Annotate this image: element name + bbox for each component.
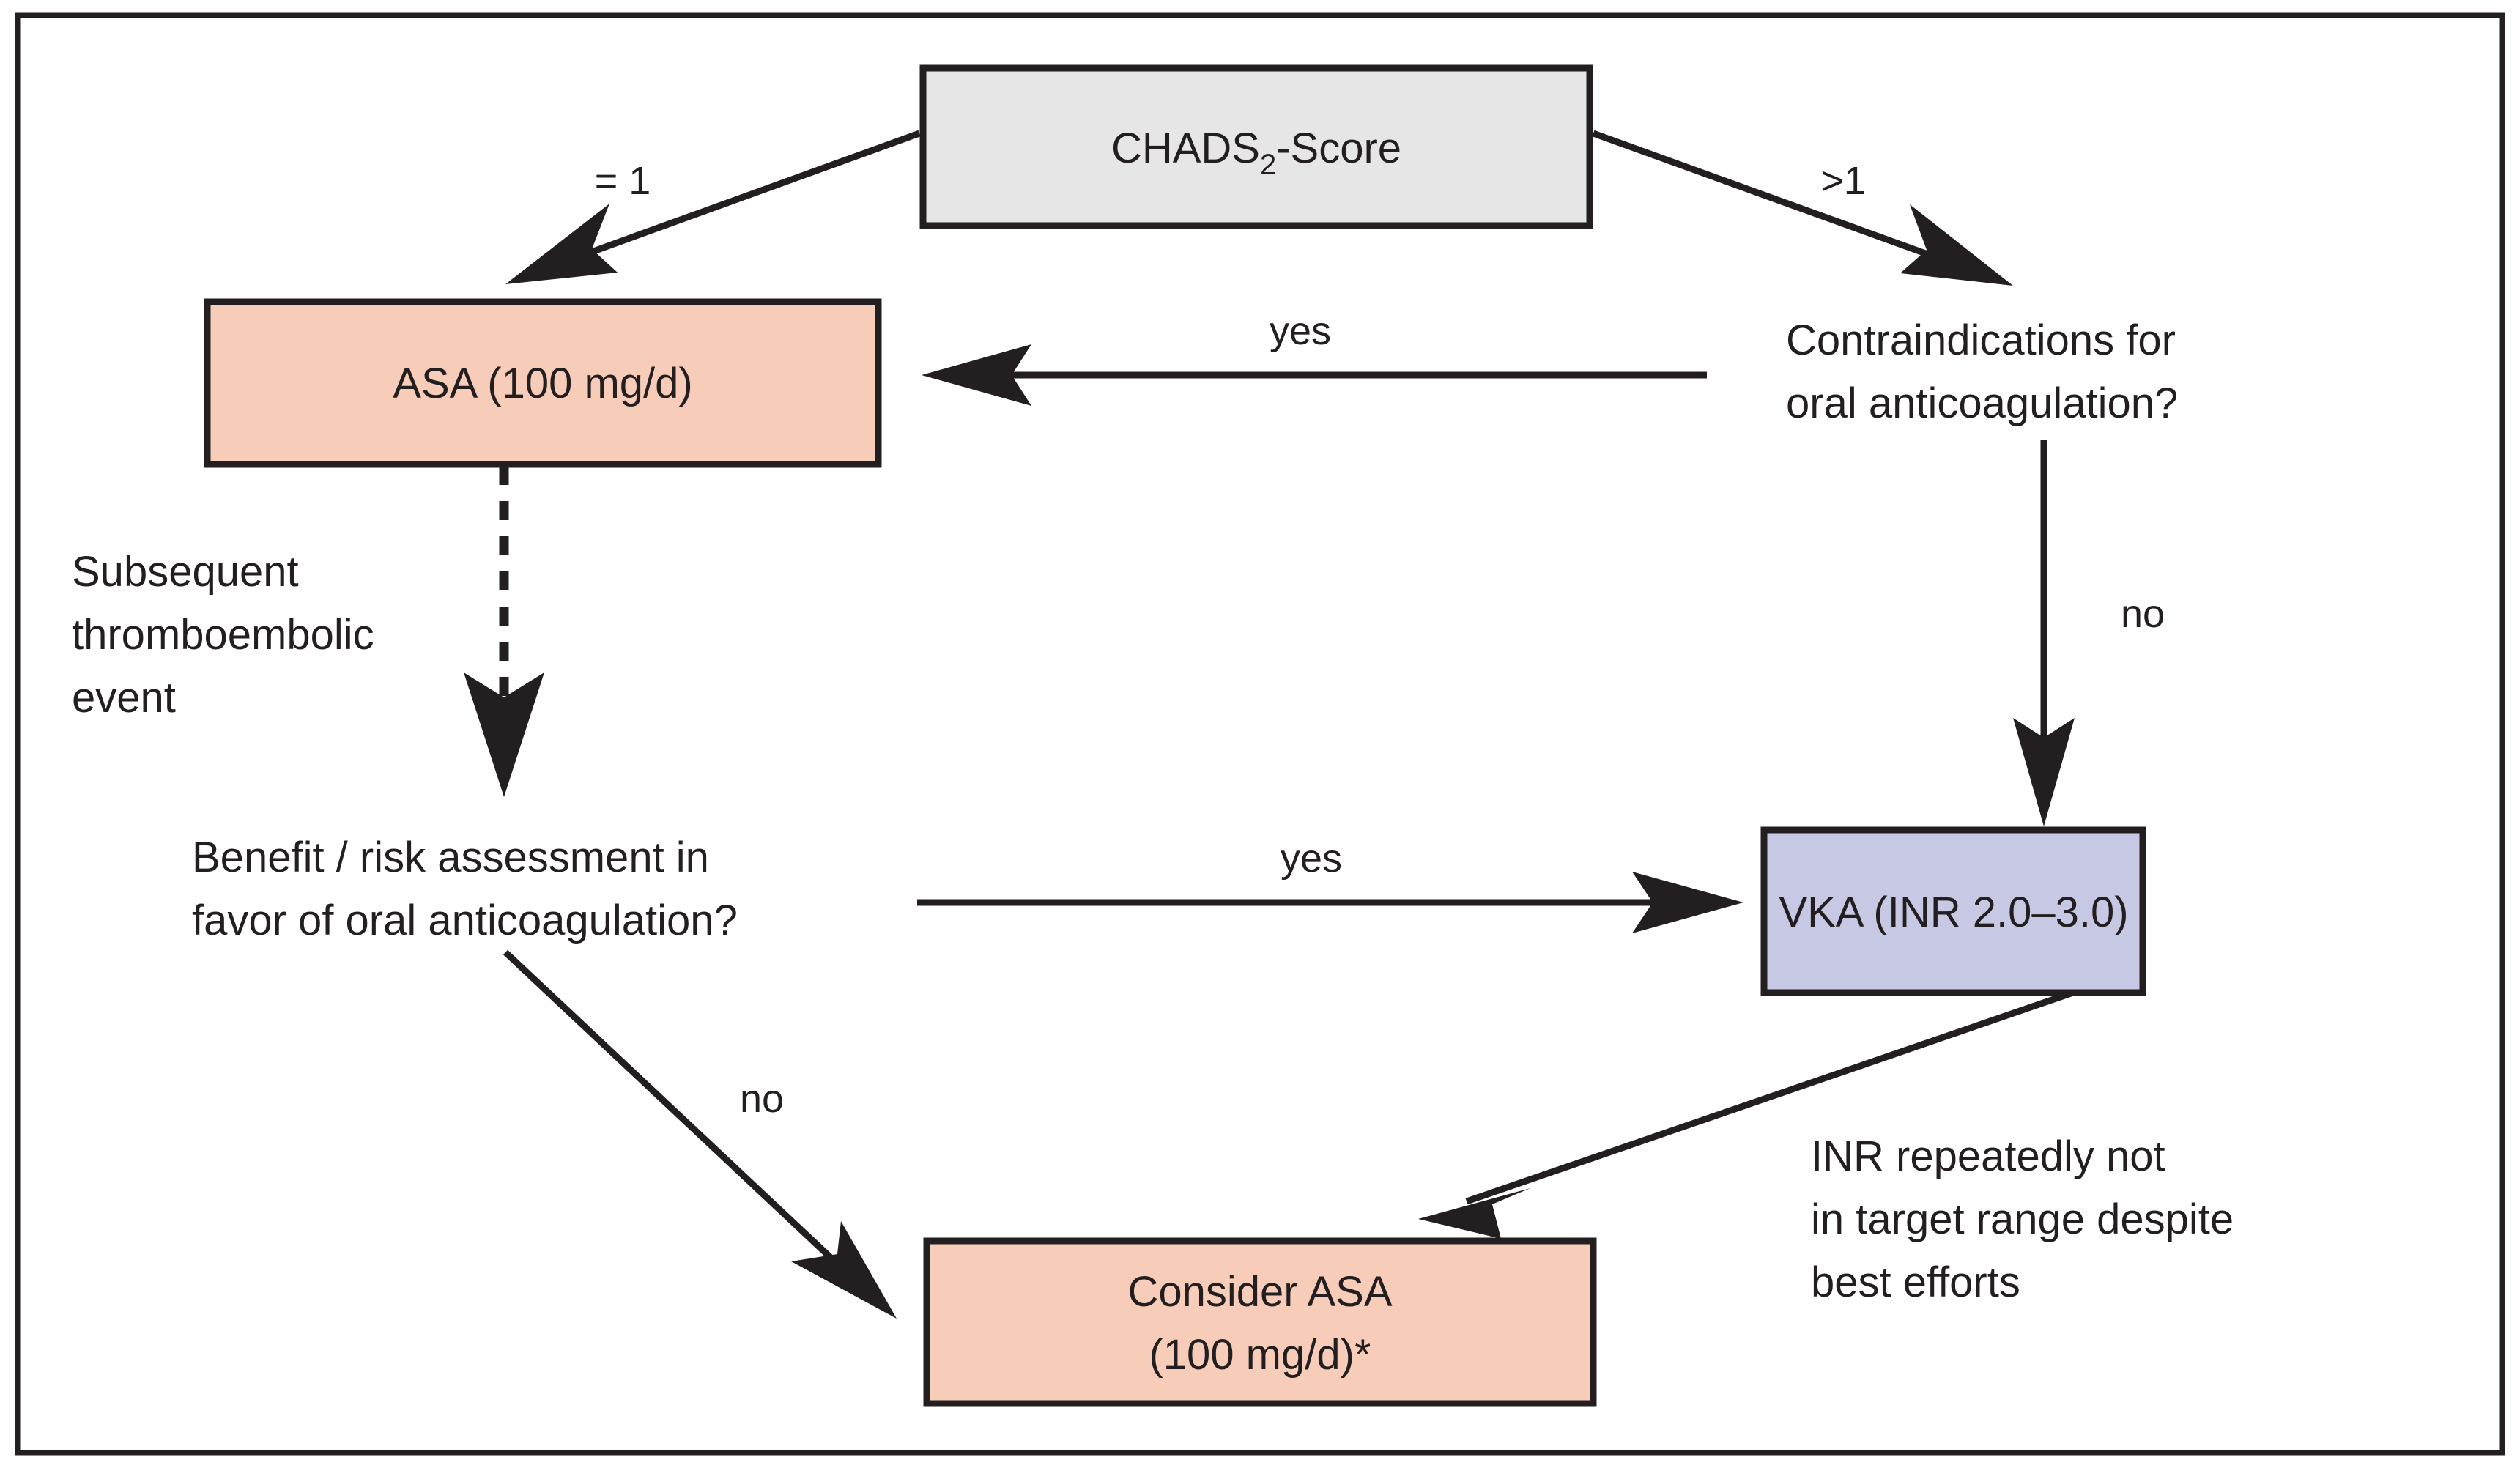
edge-asa-to-benefit-risk-dashed xyxy=(464,466,544,797)
edge-label-benefit-yes: yes xyxy=(1281,837,1342,881)
edge-chads-to-contraindications xyxy=(1592,130,2013,286)
arrowhead-icon xyxy=(791,1221,897,1319)
arrowhead-icon xyxy=(464,672,544,797)
node-consider-asa[interactable]: Consider ASA (100 mg/d)* xyxy=(923,1237,1597,1407)
node-chads2-score-box[interactable] xyxy=(919,64,1593,229)
edge-label-benefit-no: no xyxy=(740,1077,784,1121)
edge-label-score-gt-1: >1 xyxy=(1820,159,1866,203)
node-chads2-score[interactable]: CHADS2-Score xyxy=(919,64,1593,229)
node-vka-box[interactable] xyxy=(1760,826,2146,996)
node-consider-asa-line1: Consider ASA xyxy=(1127,1268,1392,1316)
node-contraindications-line1: Contraindications for xyxy=(1786,316,2176,364)
annotation-subsequent-event: Subsequent thromboembolic event xyxy=(72,548,374,722)
node-asa[interactable]: ASA (100 mg/d) xyxy=(204,298,882,468)
arrowhead-icon xyxy=(2013,718,2075,826)
node-consider-asa-box[interactable] xyxy=(923,1237,1597,1407)
node-benefit-risk-line1: Benefit / risk assessment in xyxy=(192,834,709,881)
arrowhead-icon xyxy=(1632,872,1743,933)
edge-label-score-eq-1: = 1 xyxy=(595,159,651,203)
edge-benefit-risk-to-vka xyxy=(917,872,1743,933)
annotation-subsequent-event-line1: Subsequent xyxy=(72,548,299,596)
edge-chads-to-asa xyxy=(505,130,921,284)
node-contraindications[interactable]: Contraindications for oral anticoagulati… xyxy=(1786,316,2178,427)
annotation-subsequent-event-line3: event xyxy=(72,674,176,722)
node-benefit-risk-line2: favor of oral anticoagulation? xyxy=(192,897,738,944)
node-asa-box[interactable] xyxy=(204,298,882,468)
annotation-inr-note-line2: in target range despite xyxy=(1811,1195,2234,1243)
edge-label-contra-no: no xyxy=(2121,592,2165,636)
node-chads2-score-label: CHADS2-Score xyxy=(1111,125,1401,181)
figure-frame xyxy=(15,12,2505,1456)
edge-label-contra-yes: yes xyxy=(1270,309,1331,353)
arrowhead-icon xyxy=(505,204,618,284)
arrowhead-icon xyxy=(1418,1188,1530,1239)
edge-vka-to-consider-asa xyxy=(1418,989,2075,1239)
annotation-subsequent-event-line2: thromboembolic xyxy=(72,611,374,659)
node-benefit-risk-assessment[interactable]: Benefit / risk assessment in favor of or… xyxy=(192,834,738,944)
edge-contraindications-to-vka xyxy=(2013,440,2075,826)
edge-benefit-risk-to-consider-asa xyxy=(503,949,897,1319)
node-consider-asa-line2: (100 mg/d)* xyxy=(1149,1331,1371,1379)
arrowhead-icon xyxy=(1900,204,2013,286)
edge-contraindications-to-asa xyxy=(922,344,1707,406)
annotation-inr-note: INR repeatedly not in target range despi… xyxy=(1811,1132,2234,1306)
node-vka[interactable]: VKA (INR 2.0–3.0) xyxy=(1760,826,2146,996)
annotation-inr-note-line3: best efforts xyxy=(1811,1258,2020,1306)
node-vka-label: VKA (INR 2.0–3.0) xyxy=(1779,889,2128,936)
node-contraindications-line2: oral anticoagulation? xyxy=(1786,379,2178,427)
node-asa-label: ASA (100 mg/d) xyxy=(393,360,692,407)
annotation-inr-note-line1: INR repeatedly not xyxy=(1811,1132,2165,1180)
arrowhead-icon xyxy=(922,344,1031,406)
